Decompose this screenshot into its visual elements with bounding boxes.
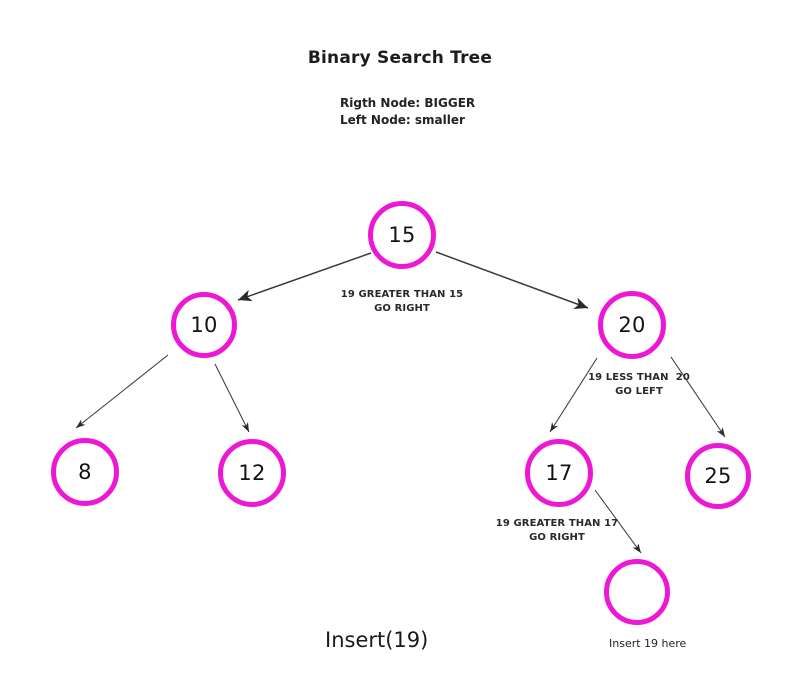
edge-n10-n8 [75,354,169,429]
node-value: 17 [545,460,573,485]
annotation-a17: 19 GREATER THAN 17 GO RIGHT [447,517,667,544]
tree-rules: Rigth Node: BIGGER Left Node: smaller [340,95,475,130]
tree-node-10[interactable]: 10 [171,292,237,358]
edge-n10-n12 [214,363,250,433]
annotation-line-2: GO RIGHT [529,531,585,543]
annotation-line-1: 19 GREATER THAN 17 [495,518,619,529]
rule-left-node: Left Node: smaller [340,113,465,128]
tree-node-empty[interactable] [604,559,670,625]
node-value: 20 [618,312,646,337]
page-title: Binary Search Tree [307,48,493,68]
tree-node-25[interactable]: 25 [685,443,751,509]
node-value: 12 [238,460,266,485]
rule-right-node: Rigth Node: BIGGER [340,96,476,110]
annotation-line-2: GO LEFT [615,385,663,397]
tree-node-8[interactable]: 8 [51,438,119,506]
tree-node-20[interactable]: 20 [598,291,666,359]
tree-node-17[interactable]: 17 [525,439,593,507]
node-value: 8 [78,459,92,484]
annotation-line-2: GO RIGHT [374,302,430,314]
annotation-a20: 19 LESS THAN 20 GO LEFT [529,371,749,398]
node-value: 25 [704,463,732,488]
tree-node-15[interactable]: 15 [368,201,436,269]
annotation-line-1: 19 GREATER THAN 15 [340,289,464,300]
tree-node-12[interactable]: 12 [218,439,286,507]
annotation-line-1: 19 LESS THAN 20 [588,372,690,383]
node-value: 15 [388,222,416,247]
operation-caption: Insert(19) [325,628,429,652]
node-value: 10 [190,312,218,337]
annotation-a15: 19 GREATER THAN 15 GO RIGHT [292,288,512,315]
insert-target-caption: Insert 19 here [609,637,687,650]
